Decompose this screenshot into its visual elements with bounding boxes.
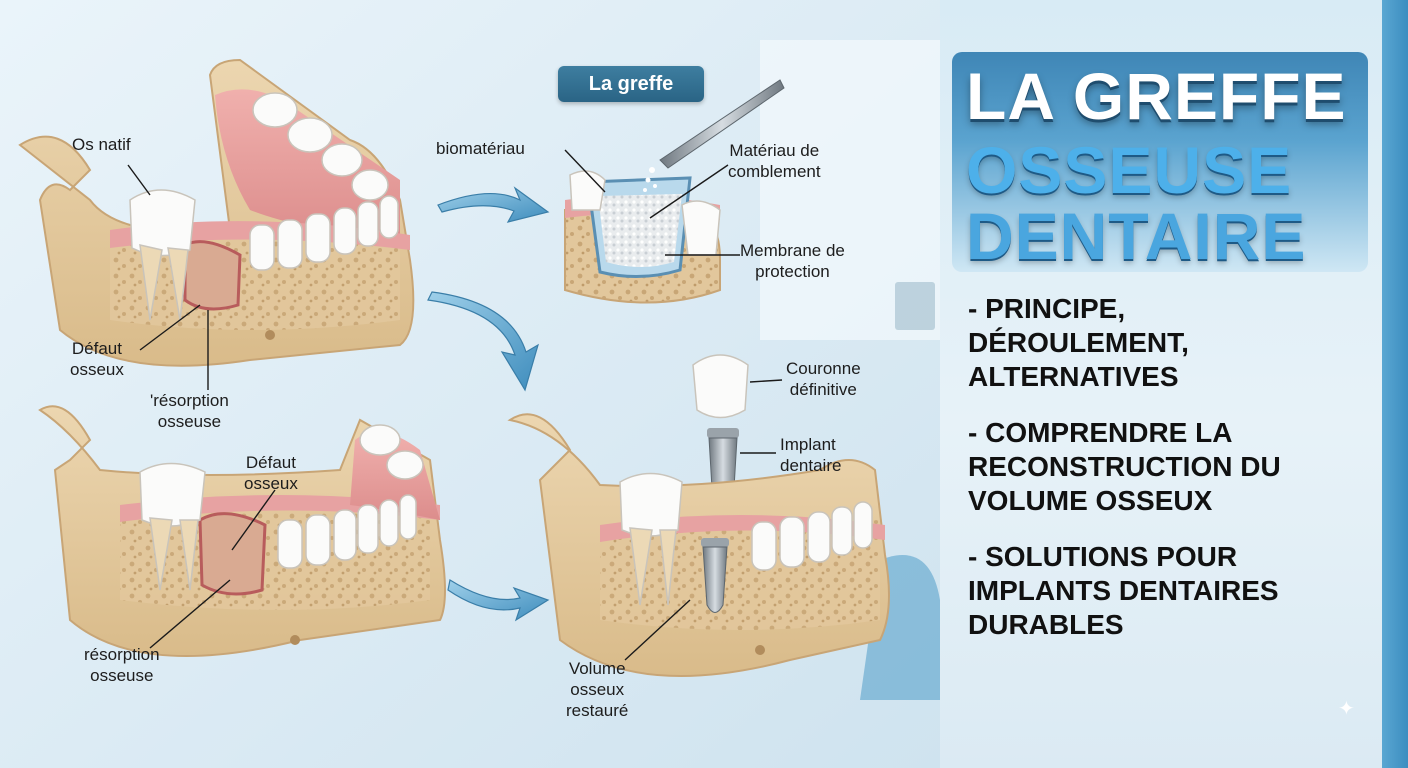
jaw-bottom-left — [38, 405, 446, 657]
bullet-comprendre: - COMPRENDRE LA RECONSTRUCTION DU VOLUME… — [968, 417, 1281, 516]
title-panel: LA GREFFE OSSEUSE DENTAIRE - PRINCIPE, D… — [940, 0, 1408, 768]
label-materiau-comblement: Matériau de comblement — [728, 141, 821, 181]
label-implant: Implant dentaire — [780, 435, 842, 475]
arrow-bottom — [447, 579, 550, 622]
monitor-shape — [895, 282, 935, 330]
graft-detail — [564, 79, 785, 304]
filling-material — [598, 194, 682, 267]
title-line-2: OSSEUSE — [966, 133, 1293, 207]
label-defaut-osseux-top: Défaut osseux — [70, 339, 124, 379]
label-os-natif: Os natif — [72, 135, 131, 154]
bone-defect — [198, 512, 267, 596]
jaw-top-left — [18, 58, 415, 367]
jaw-restored — [507, 413, 890, 677]
accent-strip — [1382, 0, 1408, 768]
graft-tag: La greffe — [558, 66, 704, 102]
tweezers — [659, 79, 785, 169]
label-resorption-top: 'résorption osseuse — [150, 391, 229, 431]
bone-defect — [183, 240, 242, 311]
sparkle-icon: ✦ — [1338, 698, 1355, 720]
arrow-to-graft — [437, 186, 550, 223]
bullet-solutions: - SOLUTIONS POUR IMPLANTS DENTAIRES DURA… — [968, 541, 1279, 640]
dental-illustration — [0, 0, 940, 768]
label-volume-restaure: Volume osseux restauré — [566, 659, 629, 720]
bullet-principe: - PRINCIPE, DÉROULEMENT, ALTERNATIVES — [968, 293, 1189, 392]
title-line-3: DENTAIRE — [966, 199, 1307, 273]
label-biomateriau: biomatériau — [436, 139, 525, 158]
label-membrane-protection: Membrane de protection — [740, 241, 845, 281]
leader-lines — [127, 149, 783, 661]
implant-placed — [701, 538, 729, 613]
title-box — [952, 52, 1368, 272]
crown — [692, 354, 749, 419]
arrow-to-restored — [427, 291, 539, 392]
label-resorption-bottom: résorption osseuse — [84, 645, 160, 685]
title-line-1: LA GREFFE — [966, 59, 1347, 133]
label-defaut-osseux-bottom: Défaut osseux — [244, 453, 298, 493]
label-couronne: Couronne définitive — [786, 359, 861, 399]
